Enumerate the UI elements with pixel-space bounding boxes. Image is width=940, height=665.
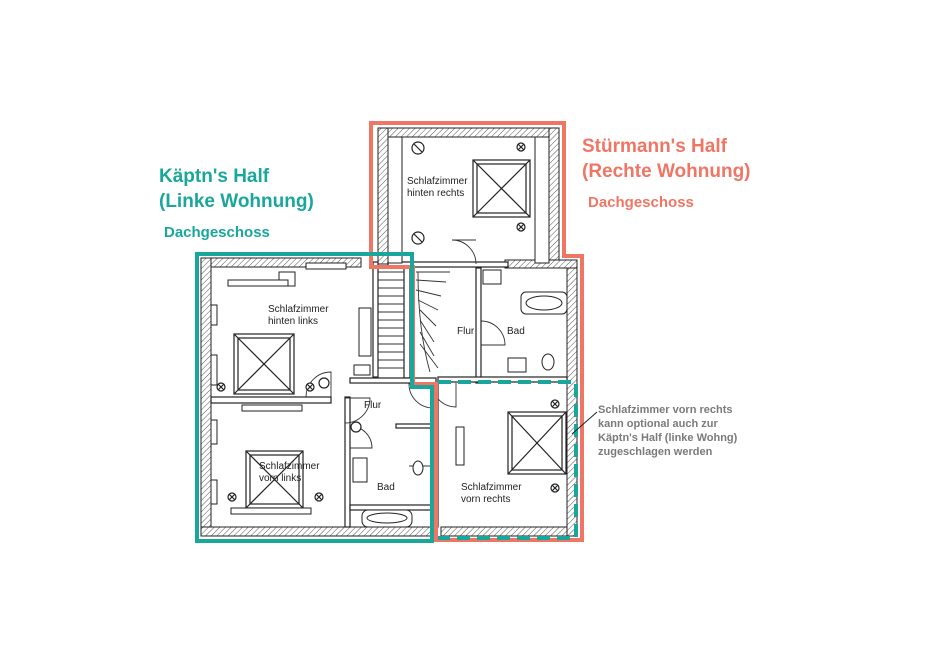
left-unit-floor: Dachgeschoss [164, 224, 270, 241]
bed-hinten-links [233, 333, 295, 395]
note-line-1: Schlafzimmer vorn rechts [598, 404, 733, 416]
exterior-walls [200, 127, 578, 537]
note-arrow [571, 411, 598, 435]
bed-hinten-rechts [472, 159, 531, 218]
right-unit-outline [369, 121, 584, 542]
doors [305, 239, 506, 467]
vent-symbols [216, 141, 560, 502]
left-unit-title: Käptn's Half (Linke Wohnung) [159, 164, 314, 214]
left-unit-outline [195, 252, 434, 543]
staircase [378, 271, 450, 373]
right-unit-title-line1: Stürmann's Half [582, 136, 727, 157]
right-unit-floor: Dachgeschoss [588, 194, 694, 211]
room-label-bad-right: Bad [507, 326, 525, 337]
room-label-bad-left: Bad [377, 482, 395, 493]
note-line-3: Käptn's Half (linke Wohng) [598, 432, 738, 444]
bed-vorn-links [245, 450, 304, 509]
note-line-2: kann optional auch zur [598, 418, 718, 430]
right-unit-title-line2: (Rechte Wohnung) [582, 161, 751, 182]
right-unit-title: Stürmann's Half (Rechte Wohnung) [582, 134, 751, 184]
bed-vorn-rechts [507, 411, 567, 475]
note-line-4: zugeschlagen werden [598, 446, 713, 458]
beds [233, 159, 567, 509]
room-label-flur-right: Flur [457, 326, 475, 337]
room-label-flur-left: Flur [364, 400, 382, 411]
left-unit-title-line1: Käptn's Half [159, 166, 270, 187]
furniture [210, 136, 568, 528]
left-unit-title-line2: (Linke Wohnung) [159, 191, 314, 212]
optional-room-note: Schlafzimmer vorn rechts kann optional a… [598, 403, 737, 459]
optional-room-outline [438, 380, 578, 540]
